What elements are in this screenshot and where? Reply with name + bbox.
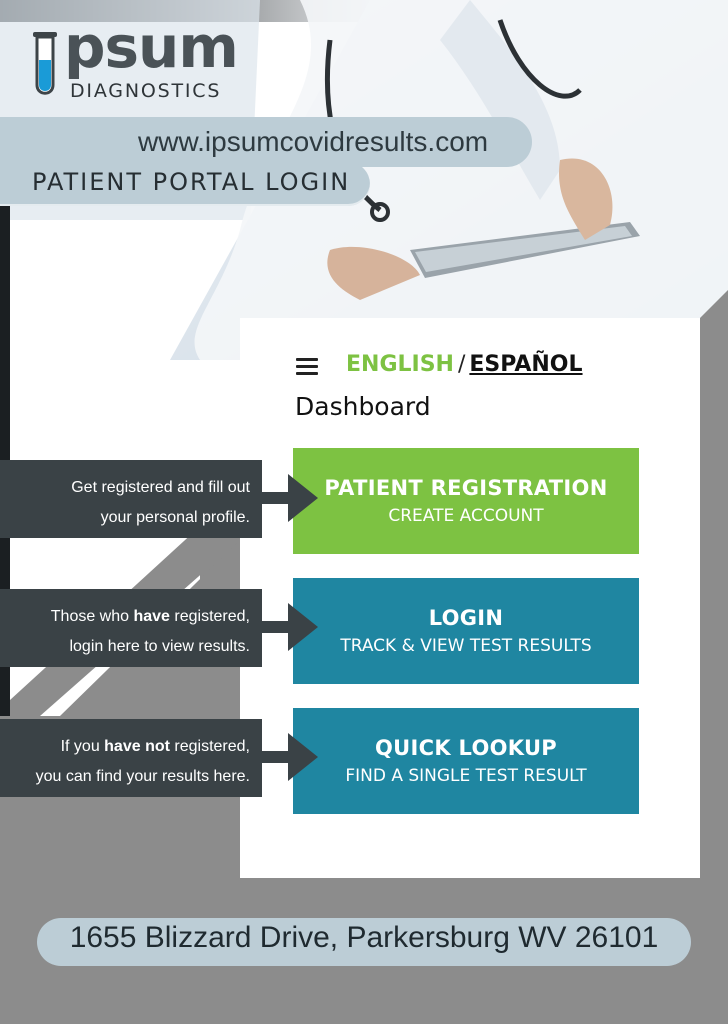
button-subtitle: FIND A SINGLE TEST RESULT <box>345 766 587 786</box>
url-banner <box>0 117 532 167</box>
lang-english-link[interactable]: ENGLISH <box>346 352 454 377</box>
arrow-right-icon <box>260 733 318 781</box>
button-title: PATIENT REGISTRATION <box>324 476 608 500</box>
address-text: 1655 Blizzard Drive, Parkersburg WV 2610… <box>69 921 659 954</box>
language-switcher: ENGLISH/ESPAÑOL <box>346 352 583 377</box>
ipsum-diagnostics-logo: psum DIAGNOSTICS <box>30 18 239 108</box>
logo-subtitle: DIAGNOSTICS <box>70 80 222 102</box>
button-title: LOGIN <box>428 606 504 630</box>
callout-registration: Get registered and fill out your persona… <box>0 460 262 538</box>
portal-banner <box>0 162 370 206</box>
callout-quick-lookup: If you have not registered, you can find… <box>0 719 262 797</box>
callout-line-1: Those who have registered, <box>50 608 250 625</box>
logo-wordmark: psum <box>64 13 239 81</box>
patient-registration-button[interactable]: PATIENT REGISTRATION CREATE ACCOUNT <box>293 448 639 554</box>
callout-line-2: login here to view results. <box>69 638 250 655</box>
arrow-right-icon <box>260 603 318 651</box>
callout-line-2: you can find your results here. <box>35 768 250 785</box>
hamburger-menu-icon[interactable] <box>296 358 318 376</box>
test-tube-icon <box>33 32 57 95</box>
address-banner <box>37 918 691 966</box>
arrow-right-icon <box>260 474 318 522</box>
button-subtitle: TRACK & VIEW TEST RESULTS <box>340 636 592 656</box>
quick-lookup-button[interactable]: QUICK LOOKUP FIND A SINGLE TEST RESULT <box>293 708 639 814</box>
page-title: Dashboard <box>295 392 431 421</box>
callout-line-1: Get registered and fill out <box>71 479 250 496</box>
button-title: QUICK LOOKUP <box>375 736 557 760</box>
lang-separator: / <box>457 352 466 377</box>
website-url[interactable]: www.ipsumcovidresults.com <box>138 126 489 157</box>
callout-login: Those who have registered, login here to… <box>0 589 262 667</box>
login-button[interactable]: LOGIN TRACK & VIEW TEST RESULTS <box>293 578 639 684</box>
callout-line-1: If you have not registered, <box>60 738 250 755</box>
lang-spanish-link[interactable]: ESPAÑOL <box>469 352 583 377</box>
portal-heading: PATIENT PORTAL LOGIN <box>32 168 351 196</box>
button-subtitle: CREATE ACCOUNT <box>388 506 544 526</box>
callout-line-2: your personal profile. <box>100 509 250 526</box>
